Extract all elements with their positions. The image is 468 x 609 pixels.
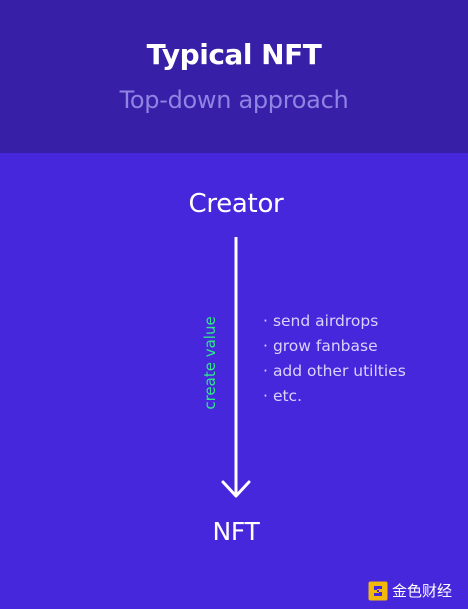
bullet-item: etc. [263, 384, 406, 409]
jinse-logo-icon [368, 581, 388, 600]
arrow-head [221, 480, 251, 498]
nft-node: NFT [212, 517, 260, 546]
watermark: 金色财经 [368, 580, 452, 601]
bullet-list: send airdrops grow fanbase add other uti… [263, 309, 406, 409]
bullet-item: add other utilties [263, 359, 406, 384]
watermark-text: 金色财经 [391, 582, 452, 600]
header-band: Typical NFT Top-down approach [0, 0, 468, 153]
page-title: Typical NFT [146, 38, 322, 71]
diagram-area: Creator create value send airdrops grow … [0, 153, 468, 609]
arrow-label: create value [201, 316, 219, 410]
down-arrow-icon [221, 237, 251, 498]
bullet-item: grow fanbase [263, 334, 406, 359]
creator-node: Creator [188, 189, 284, 219]
page-subtitle: Top-down approach [119, 86, 349, 114]
bullet-item: send airdrops [263, 309, 406, 334]
